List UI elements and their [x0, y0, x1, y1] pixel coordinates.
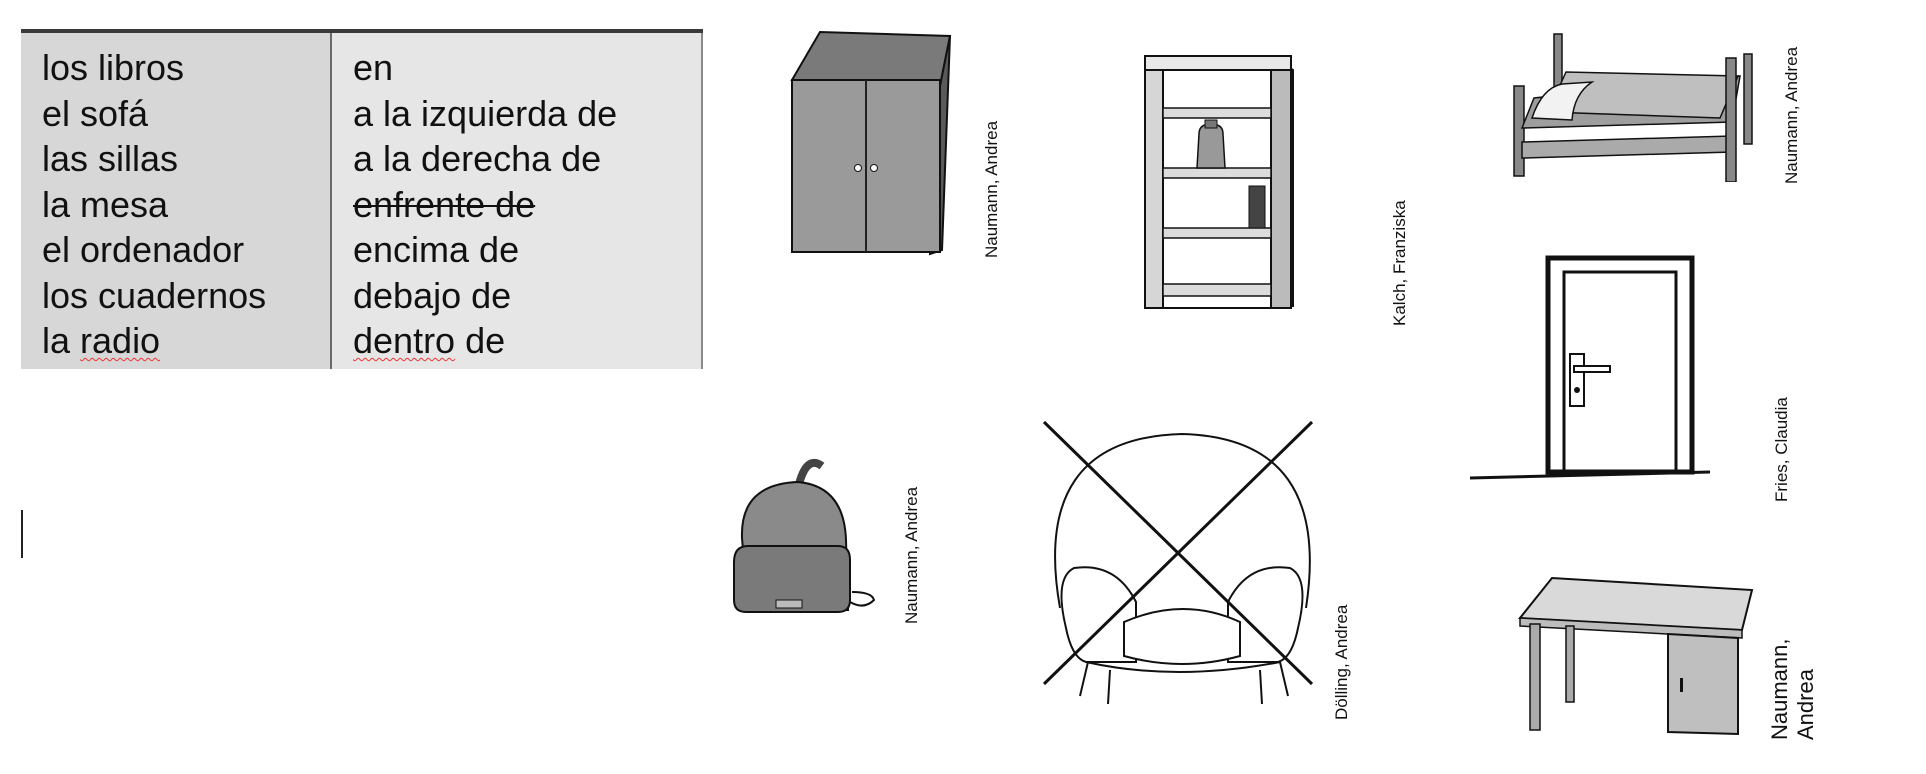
prepositions-column: en a la izquierda de a la derecha de enf… [332, 33, 703, 369]
bookshelf-icon [1144, 55, 1294, 309]
prep-item[interactable]: encima de [353, 229, 520, 270]
image-credit: Naumann, Andrea [982, 120, 1001, 258]
prep-item[interactable]: a la izquierda de [353, 92, 618, 134]
prep-item[interactable]: a la derecha de [353, 138, 602, 179]
noun-item[interactable]: las sillas [42, 138, 179, 179]
nouns-column: los libros el sofá las sillas la mesa el… [21, 33, 332, 369]
spellcheck-word: radio [80, 320, 161, 361]
door-icon [1470, 255, 1710, 480]
armchair-crossed-icon [1042, 420, 1314, 705]
vocabulary-table: los libros el sofá las sillas la mesa el… [21, 29, 703, 369]
prep-suffix: de [455, 320, 506, 361]
text-cursor [21, 510, 23, 558]
prep-item-struck[interactable]: enfrente de [353, 183, 536, 225]
prep-item[interactable]: en [353, 47, 394, 88]
image-credit: Naumann, Andrea [902, 486, 921, 624]
prep-item[interactable]: debajo de [353, 274, 512, 316]
noun-item[interactable]: el sofá [42, 92, 149, 134]
noun-article: la [42, 320, 81, 361]
noun-item[interactable]: los cuadernos [42, 274, 267, 316]
image-credit: Fries, Claudia [1772, 397, 1791, 502]
image-credit: Kalch, Franziska [1390, 200, 1409, 326]
desk-icon [1518, 576, 1754, 736]
noun-item[interactable]: el ordenador [42, 229, 245, 270]
image-credit: Dölling, Andrea [1332, 604, 1351, 720]
noun-item[interactable]: los libros [42, 47, 185, 88]
spellcheck-word: dentro [353, 320, 456, 361]
image-credit: Naumann, Andrea [1767, 638, 1818, 740]
noun-item[interactable]: la radio [42, 318, 330, 364]
wardrobe-icon [790, 30, 952, 256]
backpack-icon [733, 458, 876, 614]
prep-item[interactable]: dentro de [353, 318, 701, 364]
noun-item[interactable]: la mesa [42, 183, 169, 225]
image-credit: Naumann, Andrea [1782, 46, 1801, 184]
bed-icon [1513, 33, 1753, 182]
